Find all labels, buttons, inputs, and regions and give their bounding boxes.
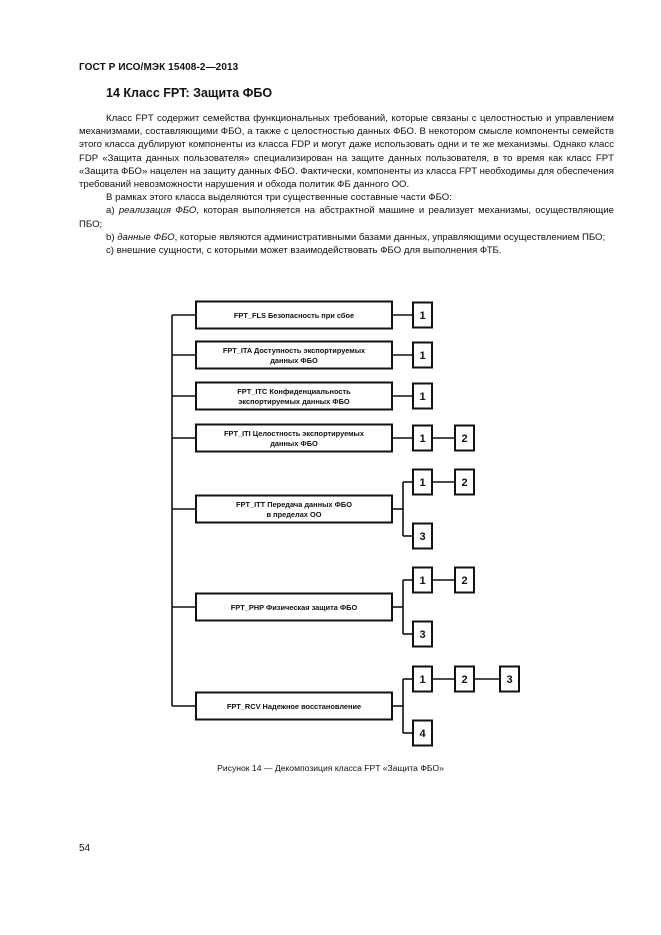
list-item-b-term: данные ФБО (117, 231, 175, 243)
family-label: данных ФБО (270, 439, 318, 448)
list-item-b: b) данные ФБО, которые являются админист… (79, 231, 614, 244)
component-number: 1 (419, 350, 425, 362)
component-box (412, 301, 433, 329)
component-number: 1 (419, 433, 425, 445)
component-number: 2 (461, 674, 467, 686)
family-label: в пределах ОО (267, 510, 322, 519)
component-box (412, 522, 433, 550)
body-text: Класс FPT содержит семейства функциональ… (79, 112, 614, 257)
component-number: 2 (461, 433, 467, 445)
family-label: FPT_ITI Целостность экспортируемых (224, 429, 365, 438)
component-number: 1 (419, 575, 425, 587)
component-box (412, 341, 433, 369)
component-box (454, 468, 475, 496)
list-item-a-prefix: a) (106, 205, 115, 217)
family-label: FPT_RCV Надежное восстановление (227, 702, 361, 711)
component-box (499, 665, 520, 693)
family-box (195, 494, 393, 524)
component-number: 1 (419, 477, 425, 489)
document-header: ГОСТ Р ИСО/МЭК 15408-2—2013 (79, 62, 239, 73)
component-number: 1 (419, 674, 425, 686)
paragraph-intro: Класс FPT содержит семейства функциональ… (79, 113, 614, 191)
family-label: данных ФБО (270, 356, 318, 365)
component-number: 2 (461, 477, 467, 489)
component-number: 3 (506, 674, 512, 686)
component-number: 1 (419, 391, 425, 403)
component-box (454, 566, 475, 594)
list-item-a: a) реализация ФБО, которая выполняется н… (79, 204, 614, 230)
family-box (195, 423, 393, 453)
component-number: 3 (419, 531, 425, 543)
list-item-c: c) внешние сущности, с которыми может вз… (106, 245, 502, 257)
component-number: 4 (419, 728, 426, 740)
component-number: 1 (419, 310, 425, 322)
component-box (454, 424, 475, 452)
family-label: FPT_ITC Конфиденциальность (237, 387, 351, 396)
list-item-a-term: реализация ФБО (118, 205, 197, 217)
list-item-b-prefix: b) (106, 231, 115, 243)
figure-caption: Рисунок 14 — Декомпозиция класса FPT «За… (217, 763, 444, 773)
component-box (412, 719, 433, 747)
page-number: 54 (79, 843, 91, 854)
component-number: 3 (419, 629, 425, 641)
paragraph-parts: В рамках этого класса выделяются три сущ… (106, 192, 452, 204)
family-label: экспортируемых данных ФБО (238, 397, 350, 406)
family-label: FPT_PHP Физическая защита ФБО (231, 603, 358, 612)
family-label: FPT_FLS Безопасность при сбое (234, 311, 354, 320)
family-box (195, 381, 393, 411)
family-label: FPT_ITT Передача данных ФБО (236, 500, 352, 509)
component-box (412, 382, 433, 410)
list-item-a-text: , которая выполняется на абстрактной маш… (79, 205, 615, 230)
list-item-b-text: , которые являются административными баз… (174, 231, 606, 243)
family-label: FPT_ITA Доступность экспортируемых (223, 346, 366, 355)
component-box (412, 620, 433, 648)
component-number: 2 (461, 575, 467, 587)
family-box (195, 691, 393, 721)
section-title: 14 Класс FPT: Защита ФБО (106, 86, 273, 100)
